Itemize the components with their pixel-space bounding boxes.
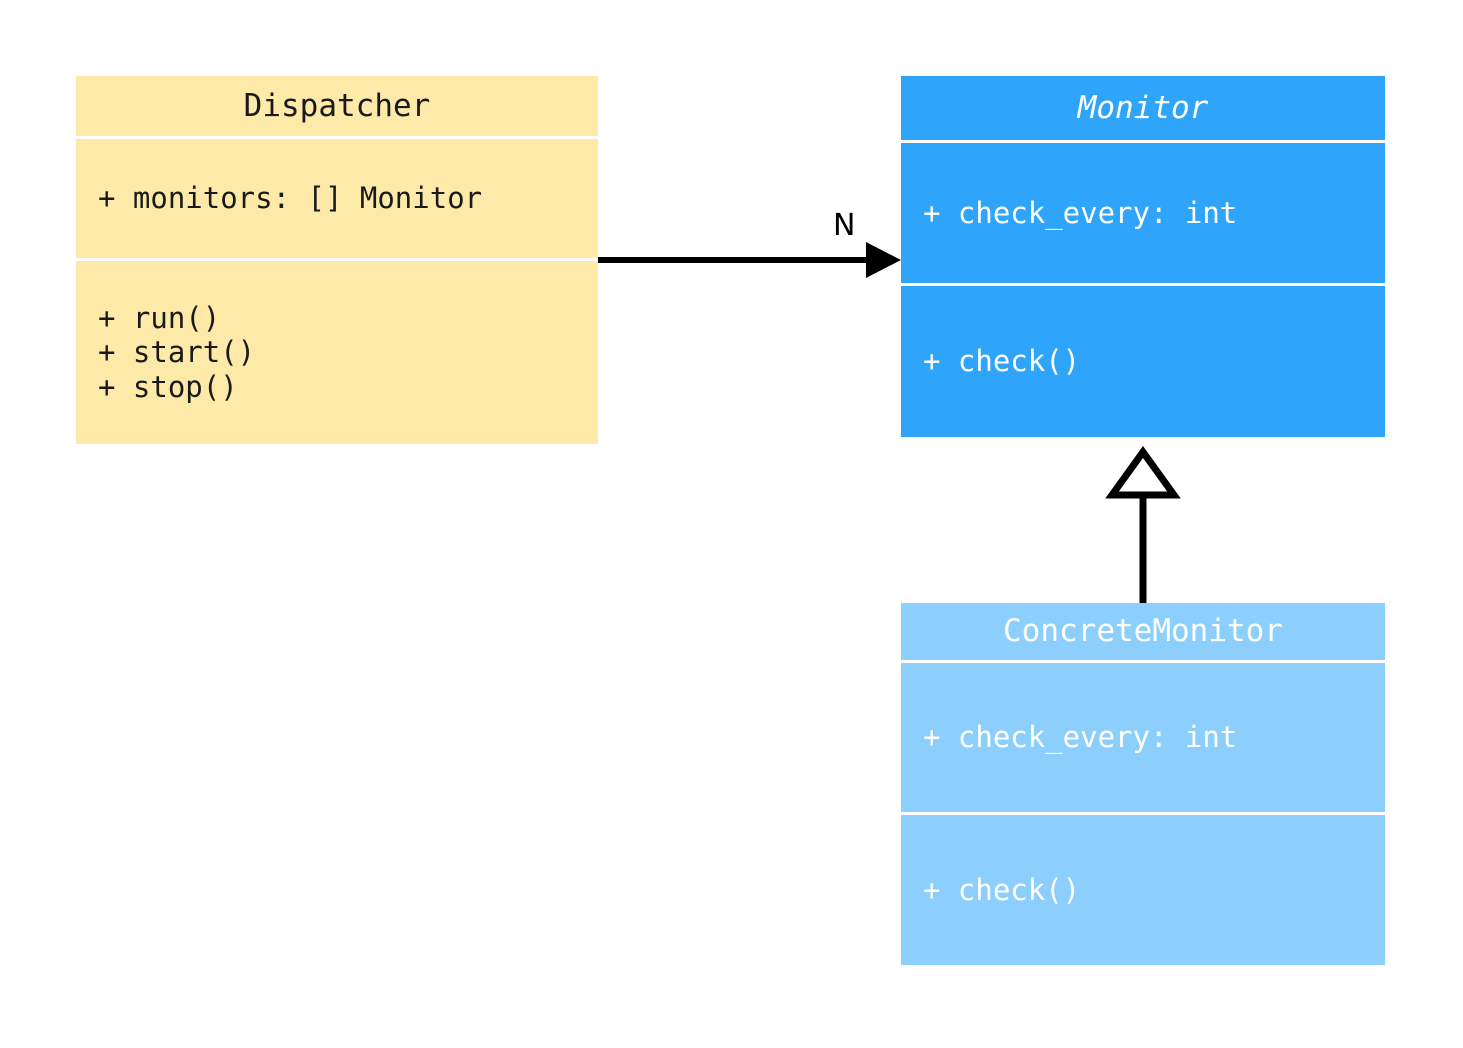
generalization-concrete-monitor — [1105, 446, 1181, 603]
class-header-dispatcher: Dispatcher — [76, 76, 598, 136]
class-methods-monitor: + check() — [901, 286, 1385, 437]
class-name-concrete-monitor: ConcreteMonitor — [1003, 613, 1283, 650]
class-box-dispatcher[interactable]: Dispatcher + monitors: [] Monitor + run(… — [76, 76, 598, 444]
class-box-monitor[interactable]: Monitor + check_every: int + check() — [901, 76, 1385, 440]
class-attributes-dispatcher: + monitors: [] Monitor — [76, 139, 598, 258]
class-attributes-concrete-monitor: + check_every: int — [901, 663, 1385, 812]
method-item: + stop() — [98, 369, 238, 404]
hollow-triangle-arrowhead-icon — [1105, 446, 1181, 499]
method-item: + run() — [98, 301, 221, 336]
class-header-monitor: Monitor — [901, 76, 1385, 140]
class-box-concrete-monitor[interactable]: ConcreteMonitor + check_every: int + che… — [901, 603, 1385, 968]
class-methods-dispatcher: + run() + start() + stop() — [76, 261, 598, 444]
class-name-dispatcher: Dispatcher — [243, 87, 431, 124]
attribute-item: + monitors: [] Monitor — [98, 181, 483, 216]
method-item: + start() — [98, 335, 256, 370]
class-name-monitor: Monitor — [1077, 89, 1209, 126]
filled-triangle-arrowhead-icon — [866, 242, 901, 278]
method-item: + check() — [923, 872, 1081, 907]
method-item: + check() — [923, 344, 1081, 379]
class-attributes-monitor: + check_every: int — [901, 143, 1385, 283]
class-methods-concrete-monitor: + check() — [901, 815, 1385, 965]
association-dispatcher-monitor — [598, 242, 901, 278]
class-header-concrete-monitor: ConcreteMonitor — [901, 603, 1385, 660]
attribute-item: + check_every: int — [923, 720, 1238, 755]
attribute-item: + check_every: int — [923, 195, 1238, 230]
association-multiplicity-label: N — [833, 208, 856, 243]
